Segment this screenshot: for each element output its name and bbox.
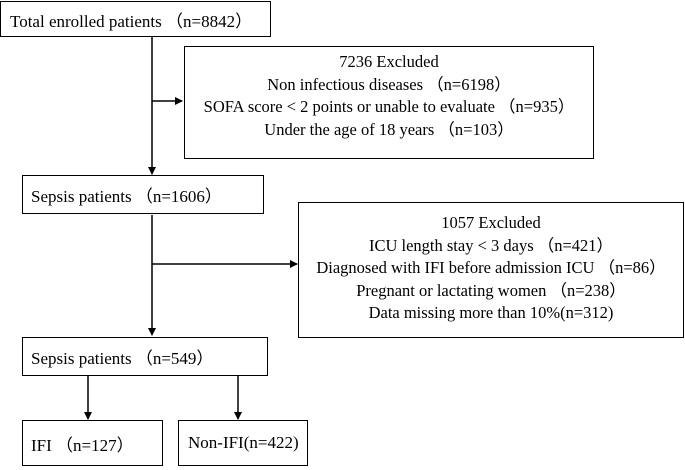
sepsis-patients-1-label: Sepsis patients （n=1606）: [31, 187, 222, 206]
exclusion2-line: Data missing more than 10%(n=312): [368, 303, 614, 322]
total-enrolled-box: Total enrolled patients （n=8842）: [0, 1, 271, 37]
exclusion1-line: SOFA score < 2 points or unable to evalu…: [203, 97, 575, 116]
exclusion1-title: 7236 Excluded: [339, 52, 439, 71]
exclusion2-line: Diagnosed with IFI before admission ICU …: [316, 258, 666, 277]
sepsis-patients-2-label: Sepsis patients （n=549）: [31, 349, 214, 368]
total-enrolled-label: Total enrolled patients （n=8842）: [10, 11, 253, 31]
ifi-box: IFI （n=127）: [22, 420, 163, 466]
sepsis-patients-2-box: Sepsis patients （n=549）: [22, 337, 268, 376]
exclusion1-line: Under the age of 18 years （n=103）: [264, 119, 514, 139]
exclusion2-line: ICU length stay < 3 days （n=421）: [368, 235, 614, 255]
exclusion1-box: 7236 Excluded Non infectious diseases （n…: [184, 46, 594, 159]
sepsis-patients-1-box: Sepsis patients （n=1606）: [22, 175, 264, 214]
exclusion2-title: 1057 Excluded: [441, 213, 541, 232]
exclusion2-box: 1057 Excluded ICU length stay < 3 days （…: [298, 202, 684, 338]
ifi-label: IFI （n=127）: [31, 435, 134, 455]
non-ifi-box: Non-IFI(n=422): [178, 420, 308, 466]
exclusion1-line: Non infectious diseases （n=6198）: [267, 74, 511, 94]
exclusion2-line: Pregnant or lactating women （n=238）: [356, 280, 626, 300]
non-ifi-label: Non-IFI(n=422): [188, 433, 299, 452]
